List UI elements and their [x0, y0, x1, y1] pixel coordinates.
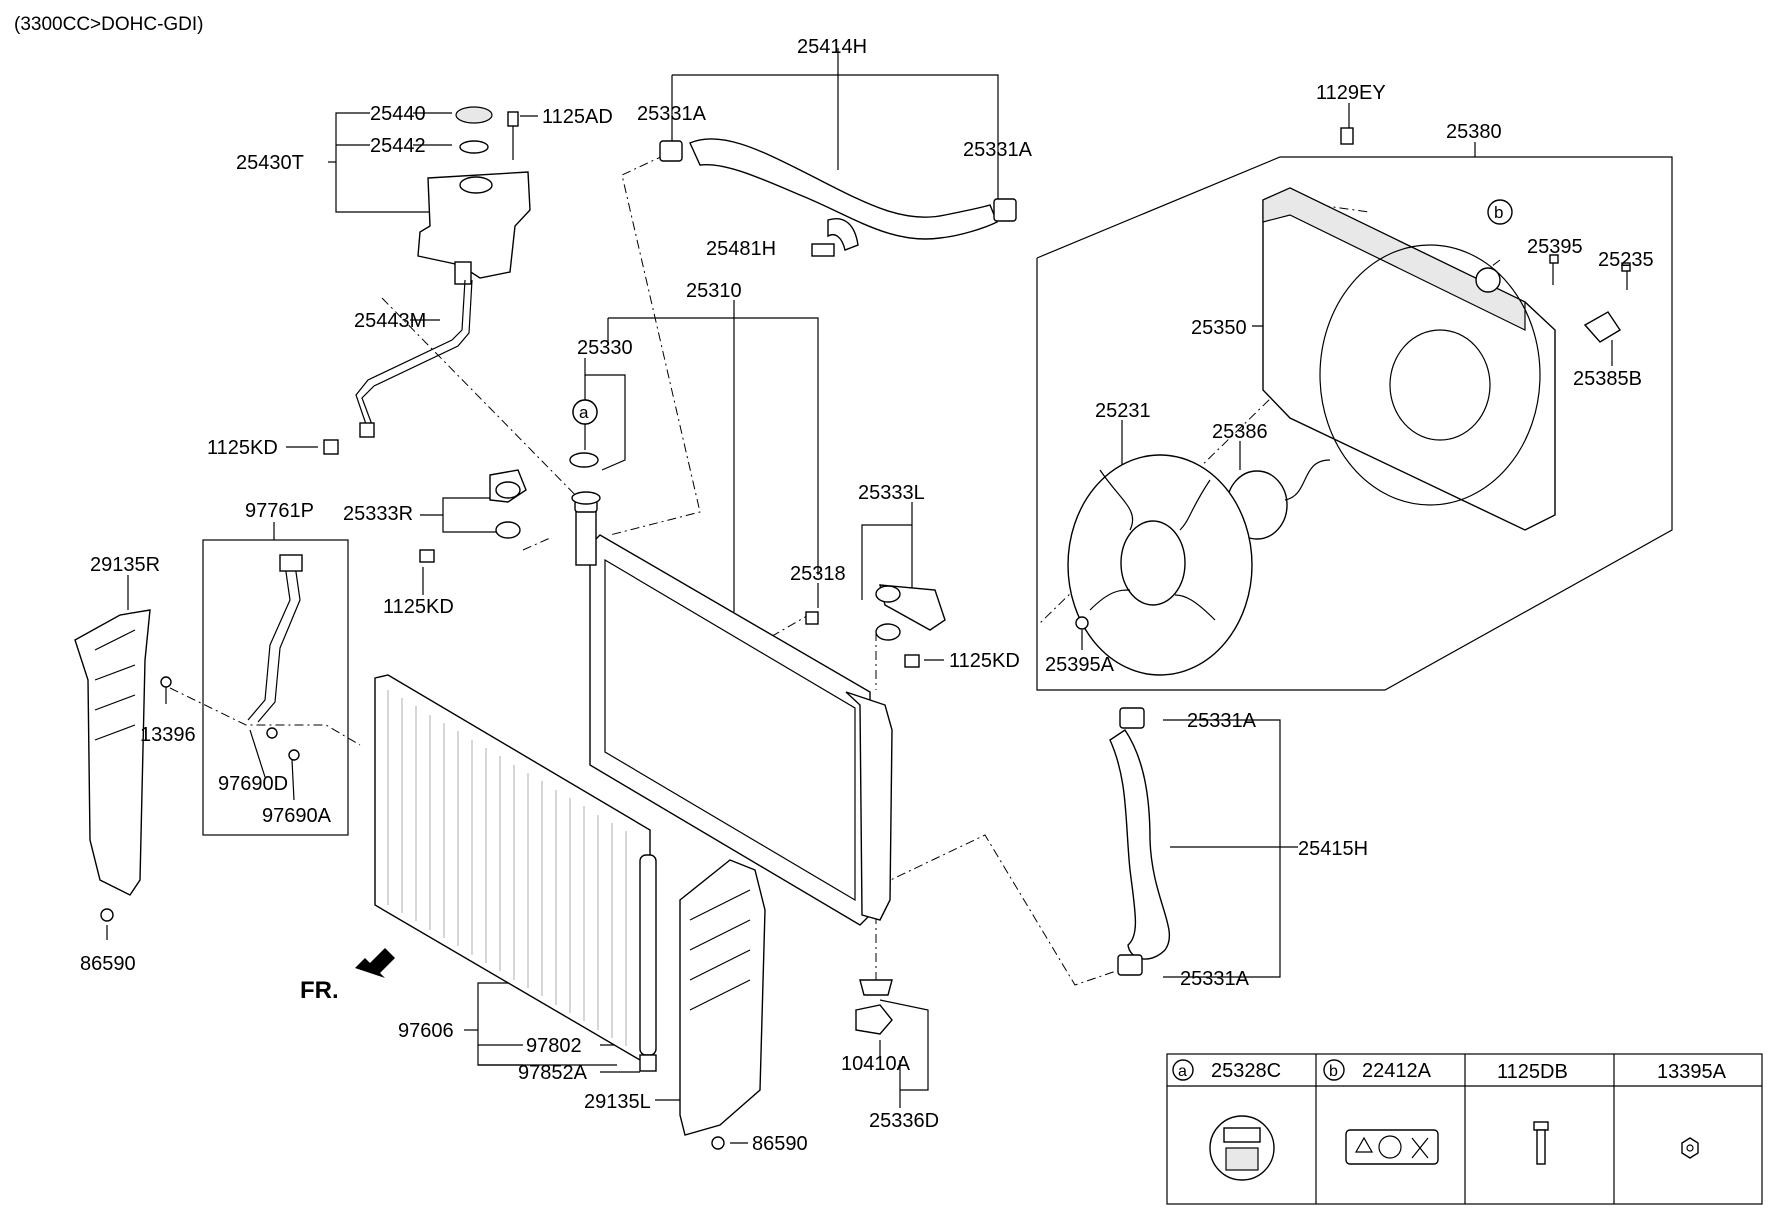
callout-25385B: 25385B [1573, 368, 1642, 390]
callout-97802: 97802 [526, 1035, 582, 1057]
callout-86590-left: 86590 [80, 953, 136, 975]
legend-header-b: b 22412A [1323, 1059, 1432, 1082]
callout-25331A-lower-bottom: 25331A [1180, 968, 1250, 990]
callout-97761P: 97761P [245, 500, 314, 522]
callout-97852A: 97852A [518, 1062, 588, 1084]
front-direction-label: FR. [300, 977, 339, 1004]
svg-text:b: b [1329, 1063, 1338, 1080]
callout-labels: 25414H 25331A 25331A 25440 1125AD 25442 … [80, 36, 1654, 1155]
ac-condenser [374, 674, 657, 1072]
fan-assembly-frame [1036, 127, 1673, 691]
callout-29135R: 29135R [90, 554, 160, 576]
upper-radiator-hose [659, 138, 1017, 257]
callout-97606: 97606 [398, 1020, 454, 1042]
callout-25331A-top-left: 25331A [637, 103, 707, 125]
legend-part-1125DB: 1125DB [1497, 1061, 1568, 1083]
legend-part-13395A: 13395A [1657, 1061, 1727, 1083]
callout-25350: 25350 [1191, 317, 1247, 339]
svg-text:a: a [579, 403, 589, 422]
radiator-bracket-right [419, 469, 527, 563]
legend-table: a 25328C b 22412A 1125DB 13395A [1166, 1053, 1763, 1205]
callout-97690A: 97690A [262, 805, 332, 827]
air-guard-right [74, 609, 172, 922]
callout-25440: 25440 [370, 103, 426, 125]
callout-1125KD-right: 1125KD [949, 650, 1020, 672]
callout-25333L: 25333L [858, 482, 925, 504]
radiator-bracket-left [805, 584, 946, 668]
lower-radiator-hose [1109, 707, 1170, 976]
callout-25442: 25442 [370, 135, 426, 157]
radiator-core [571, 491, 893, 926]
bolt-icon [1533, 1121, 1549, 1165]
callout-25380: 25380 [1446, 121, 1502, 143]
legend-header-a: a 25328C [1172, 1059, 1281, 1082]
callout-25235: 25235 [1598, 249, 1654, 271]
callout-25231: 25231 [1095, 400, 1151, 422]
callout-29135L: 29135L [584, 1091, 651, 1113]
reservoir-hose [323, 279, 473, 455]
svg-text:b: b [1494, 203, 1503, 222]
callout-25430T: 25430T [236, 152, 304, 174]
svg-text:a: a [1178, 1063, 1187, 1080]
callout-1125KD-left: 1125KD [383, 596, 454, 618]
marker-a: a [572, 399, 598, 425]
nut-icon [1681, 1137, 1699, 1159]
callout-25331A-lower-top: 25331A [1187, 710, 1257, 732]
callout-97690D: 97690D [218, 773, 288, 795]
callout-25336D: 25336D [869, 1110, 939, 1132]
callout-25310: 25310 [686, 280, 742, 302]
callout-1129EY: 1129EY [1316, 82, 1386, 104]
callout-10410A: 10410A [841, 1053, 911, 1075]
callout-25395A: 25395A [1045, 654, 1115, 676]
ac-pipe-box [202, 539, 349, 836]
legend-part-25328C: 25328C [1211, 1060, 1281, 1082]
callout-25414H: 25414H [797, 36, 867, 58]
warning-label-rect-icon [1345, 1129, 1439, 1165]
callout-25330: 25330 [577, 337, 633, 359]
callout-25395: 25395 [1527, 236, 1583, 258]
leader-lines [106, 48, 1628, 1144]
callout-25331A-top-right: 25331A [963, 139, 1033, 161]
callout-25415H: 25415H [1298, 838, 1368, 860]
warning-label-circle-icon [1209, 1115, 1275, 1181]
coolant-reservoir [417, 106, 531, 285]
callout-25318: 25318 [790, 563, 846, 585]
callout-86590-right: 86590 [752, 1133, 808, 1155]
callout-1125KD-hose: 1125KD [207, 437, 278, 459]
front-direction-arrow [355, 948, 395, 978]
callout-25333R: 25333R [343, 503, 413, 525]
legend-part-22412A: 22412A [1362, 1060, 1432, 1082]
callout-25481H: 25481H [706, 238, 776, 260]
callout-1125AD: 1125AD [542, 106, 613, 128]
drain-plug [855, 979, 893, 1035]
marker-b: b [1487, 199, 1513, 225]
callout-25386: 25386 [1212, 421, 1268, 443]
callout-25443M: 25443M [354, 310, 426, 332]
callout-13396: 13396 [140, 724, 196, 746]
engine-spec-header: (3300CC>DOHC-GDI) [14, 14, 204, 35]
air-guard-left [679, 859, 766, 1150]
